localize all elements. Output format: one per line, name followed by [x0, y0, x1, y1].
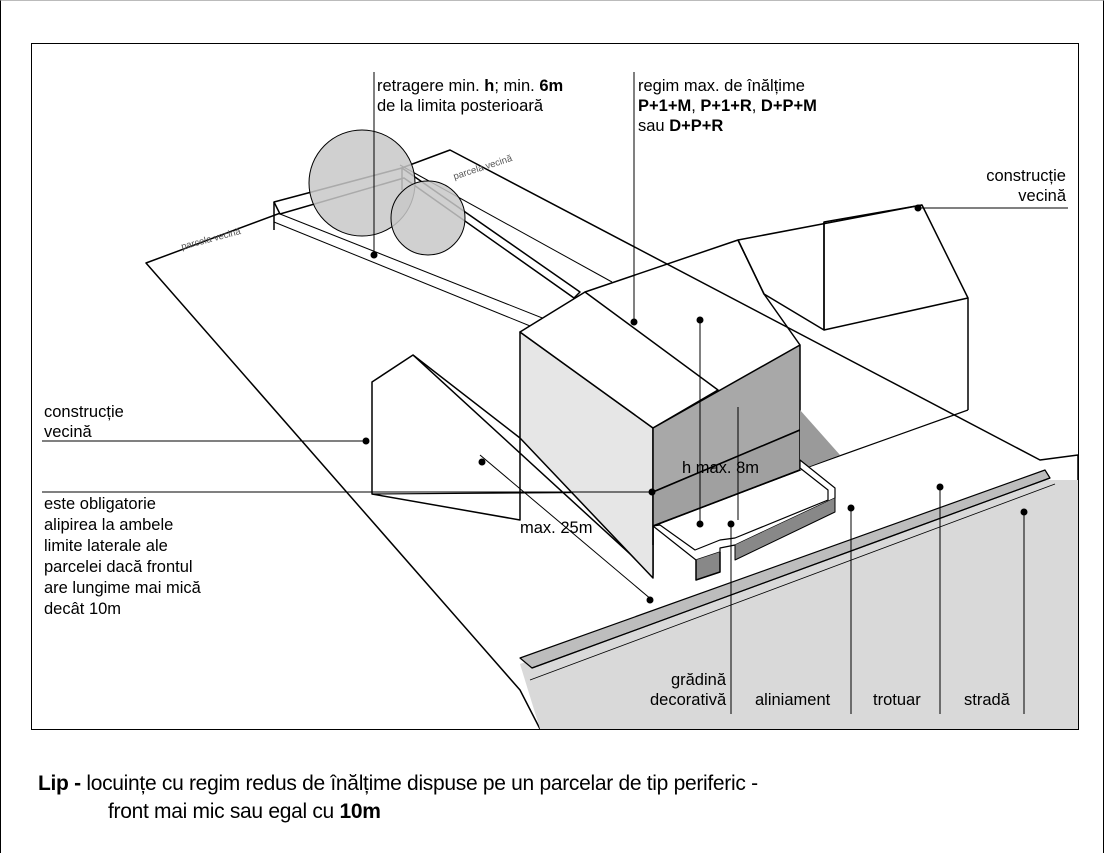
- diagram-frame: [31, 43, 1079, 730]
- caption: Lip - locuințe cu regim redus de înălțim…: [38, 772, 758, 823]
- house-roof-left: [519, 291, 719, 429]
- label-aliniament: aliniament: [755, 691, 831, 709]
- label-retragere: retragere min. h; min. 6m de la limita p…: [377, 77, 564, 115]
- label-regim: regim max. de înălțime P+1+M, P+1+R, D+P…: [638, 77, 817, 135]
- label-alipire: este obligatorie alipirea la ambele limi…: [44, 495, 201, 618]
- left-neighbor-building: [371, 354, 521, 521]
- label-strada: stradă: [964, 691, 1010, 709]
- setback-circle-small: [390, 180, 466, 256]
- street-area: [520, 480, 1078, 729]
- label-hmax: h max. 8m: [682, 459, 760, 477]
- dim-max25: [479, 454, 653, 601]
- label-trotuar: trotuar: [873, 691, 921, 709]
- house-shadow: [800, 410, 840, 470]
- front-garden-fence: [652, 459, 836, 561]
- label-max25: max. 25m: [520, 519, 593, 537]
